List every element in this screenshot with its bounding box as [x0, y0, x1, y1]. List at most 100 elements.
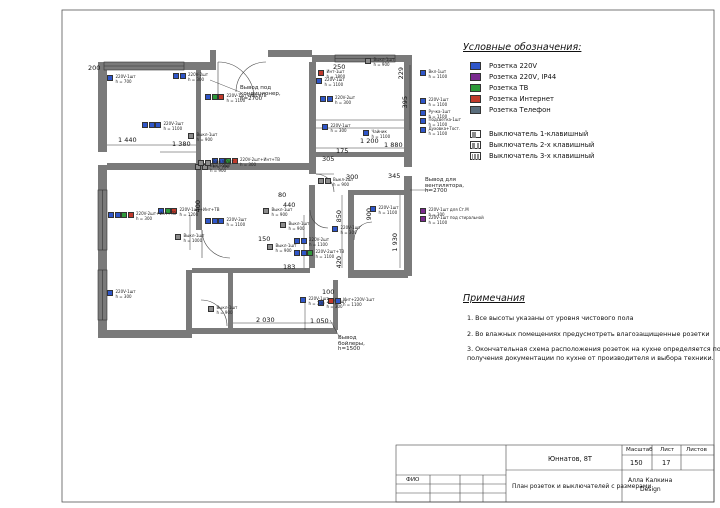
socket-icon [300, 297, 307, 303]
socket-phone-icon [470, 106, 481, 114]
socket-label: Духовка+Тост.h = 1100 [428, 126, 461, 136]
legend-socket-tv: Розетка ТВ [470, 83, 528, 93]
legend-socket-ip44: Розетка 220V, IP44 [470, 72, 556, 82]
legend-label: Выключатель 3-х клавишный [489, 152, 595, 160]
wall-left-a [98, 62, 107, 152]
wall-inner-v5 [348, 190, 354, 272]
socket-icon [263, 208, 270, 214]
socket-icon [318, 300, 325, 306]
sheet-header: Лист [660, 447, 675, 453]
socket-icon [188, 133, 195, 139]
wall-inner-v1 [196, 62, 201, 166]
dim-text: 183 [283, 263, 296, 271]
legend-title: Условные обозначения: [463, 42, 582, 53]
switch-3-key-icon [470, 152, 481, 160]
notes-title: Примечания [463, 293, 525, 304]
legend-label: Розетка 220V, IP44 [489, 73, 557, 81]
wall-inner-v4 [196, 170, 202, 230]
socket-group: Духовка+Тост.h = 1100 [420, 126, 461, 136]
dimension-lines [107, 65, 411, 330]
wall-inner-h5 [192, 268, 310, 273]
legend-switch-1: Выключатель 1-клавишный [470, 129, 588, 139]
dim-text: 395 [401, 96, 409, 109]
socket-icon [212, 158, 238, 164]
wall-inner-h2 [201, 163, 311, 170]
sheet-frame [61, 9, 715, 503]
wall-inner-h4 [354, 190, 404, 195]
dim-text: 1 440 [118, 136, 137, 144]
dim-text: 100 [322, 288, 335, 296]
annotation-boiler-outlet: Вывод бойлеры, h=1500 [338, 335, 365, 352]
socket-icon [205, 218, 225, 224]
author-design: Design [640, 486, 661, 493]
socket-icon [142, 122, 162, 128]
sheets-header: Листов [686, 447, 707, 453]
socket-icon [420, 208, 427, 214]
socket-icon [173, 73, 186, 79]
sheet-value: 17 [662, 459, 671, 467]
dim-text: 1 050 [310, 317, 329, 325]
dim-text: 1 930 [391, 233, 399, 252]
socket-icon [294, 250, 314, 256]
socket-icon [205, 94, 225, 100]
socket-icon [175, 234, 182, 240]
dim-text: 200 [88, 64, 101, 72]
socket-icon [363, 130, 370, 136]
scale-header: Масштаб [626, 447, 653, 453]
wall-inner-v7 [333, 280, 338, 330]
dim-text: 150 [258, 235, 271, 243]
legend-label: Розетка Интернет [489, 95, 555, 103]
socket-icon [420, 118, 427, 124]
dim-text: 300 [346, 173, 359, 181]
drawing-title: План розеток и выключателей с размерами [512, 483, 652, 490]
note-3-cont: получения документации по кухне от произ… [467, 354, 714, 362]
switch-2-key-icon [470, 141, 481, 149]
legend-label: Розетка Телефон [489, 106, 551, 114]
dim-text: 1 200 [360, 137, 379, 145]
socket-icon [420, 127, 427, 133]
wall-inner-v6 [228, 273, 233, 328]
socket-icon [158, 208, 178, 214]
legend-label: Выключатель 1-клавишный [489, 130, 589, 138]
dim-text: 175 [336, 147, 349, 155]
note-2: 2. Во влажных помещениях предусмотреть в… [467, 330, 710, 338]
author-name: Алла Калкина [628, 477, 673, 484]
socket-icon [420, 98, 427, 104]
dim-text: 250 [333, 63, 346, 71]
socket-icon [198, 160, 211, 166]
socket-icon [316, 78, 323, 84]
legend-socket-phone: Розетка Телефон [470, 105, 551, 115]
socket-icon [318, 178, 331, 184]
